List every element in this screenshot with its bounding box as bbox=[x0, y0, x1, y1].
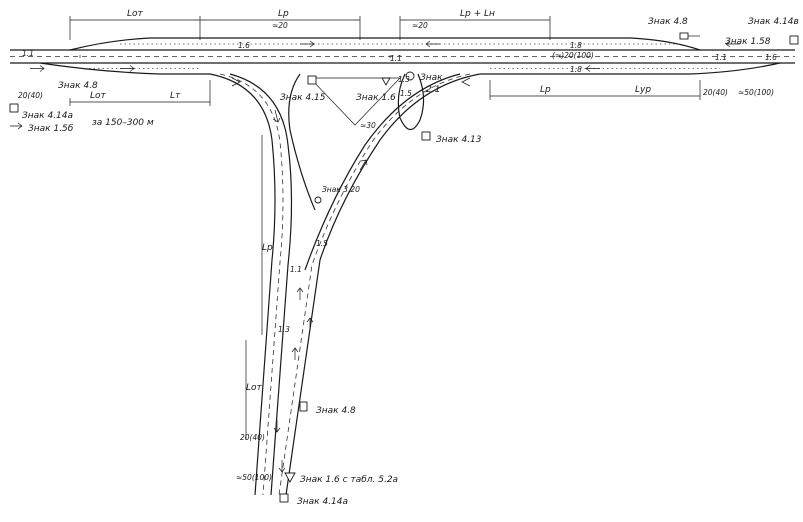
dim-top-right-sum: Lр + Lн bbox=[460, 9, 495, 19]
mark-ramp-11: 1.1 bbox=[290, 265, 302, 274]
mark-15: 1.5 bbox=[400, 89, 412, 98]
dim-top-mid-lp: Lр bbox=[278, 9, 289, 19]
dim-bottom-right-lvr: Lур bbox=[635, 85, 651, 95]
sign-16-label: Знак 1.6 bbox=[356, 93, 396, 103]
mark-18-top: 1.8 bbox=[570, 41, 582, 50]
mark-18-bottom: 1.8 bbox=[570, 65, 582, 74]
sign-16-tab-label: Знак 1.6 с табл. 5.2а bbox=[300, 475, 398, 485]
speed-top-mid: ≈20 bbox=[272, 21, 288, 30]
sign-414a-bottom-icon bbox=[279, 493, 289, 503]
mark-13: 1.3 bbox=[398, 75, 410, 84]
mark-16-right: 1.6 bbox=[765, 53, 777, 62]
sign-413-icon bbox=[421, 131, 431, 141]
speed-top-right: ≈20 bbox=[412, 21, 428, 30]
sign-48-top-label: Знак 4.8 bbox=[648, 17, 688, 27]
sign-21-label-b: 2.1 bbox=[426, 85, 440, 95]
sign-21-icon bbox=[405, 71, 415, 81]
diagram-labels: Lот Lр Lр + Lн ≈20 ≈20 (≈)20(100) Знак 4… bbox=[18, 9, 799, 507]
sign-320-icon bbox=[314, 196, 322, 204]
speed-left-side: 20(40) bbox=[18, 91, 43, 100]
sign-413-label: Знак 4.13 bbox=[436, 135, 482, 145]
sign-414a-left-label: Знак 4.14а bbox=[22, 111, 73, 121]
sign-16-tab-icon bbox=[284, 472, 296, 483]
dim-bottom-left-lot: Lот bbox=[90, 91, 107, 101]
distance-label: за 150–300 м bbox=[92, 118, 154, 128]
dim-top-left-lot: Lот bbox=[127, 9, 144, 19]
speed-ramp-low-2: 20(40) bbox=[240, 433, 265, 442]
dimension-lines bbox=[69, 16, 701, 440]
sign-156-icon bbox=[10, 122, 23, 130]
ramp-roads bbox=[209, 73, 481, 496]
mark-ramp-15: 1.5 bbox=[316, 239, 328, 248]
dim-ramp-lp: Lр bbox=[262, 243, 273, 253]
mark-ramp-13: 1.3 bbox=[278, 325, 290, 334]
mark-11-center: 1.1 bbox=[390, 54, 402, 63]
sign-415-icon bbox=[307, 75, 317, 85]
sign-21-label-a: Знак bbox=[420, 73, 443, 83]
mark-11-right: 1.1 bbox=[715, 53, 727, 62]
sign-320-label: Знак 3.20 bbox=[322, 185, 360, 194]
dim-bottom-right-lp: Lр bbox=[540, 85, 551, 95]
sign-48-ramp-label: Знак 4.8 bbox=[316, 406, 356, 416]
dim-bottom-left-lr: Lт bbox=[170, 91, 181, 101]
dim-ramp-lot: Lот bbox=[246, 383, 263, 393]
speed-ramp-low-1: ≈50(100) bbox=[236, 473, 272, 482]
mark-16-left: 1.6 bbox=[238, 41, 250, 50]
speed-right-side-2: ≈50(100) bbox=[738, 88, 774, 97]
sign-414v-icon bbox=[789, 35, 799, 45]
sign-48-top-icon bbox=[679, 32, 689, 40]
sign-48-left-label: Знак 4.8 bbox=[58, 81, 98, 91]
mark-11-left: 1.1 bbox=[22, 49, 34, 58]
sign-48-ramp-icon bbox=[299, 401, 308, 412]
sign-158-label: Знак 1.58 bbox=[725, 37, 771, 47]
sign-414v-label: Знак 4.14в bbox=[748, 17, 799, 27]
speed-ramp-mid: ≈30 bbox=[360, 121, 376, 130]
speed-right-mid: (≈)20(100) bbox=[552, 51, 594, 60]
sign-414a-left-icon bbox=[9, 103, 19, 113]
main-highway bbox=[10, 37, 795, 75]
road-signs bbox=[9, 32, 799, 503]
sign-415-label: Знак 4.15 bbox=[280, 93, 326, 103]
sign-16-icon bbox=[381, 77, 391, 86]
sign-414a-bottom-label: Знак 4.14а bbox=[297, 497, 348, 507]
sign-156-label: Знак 1.5б bbox=[28, 124, 74, 134]
speed-right-side-1: 20(40) bbox=[703, 88, 728, 97]
